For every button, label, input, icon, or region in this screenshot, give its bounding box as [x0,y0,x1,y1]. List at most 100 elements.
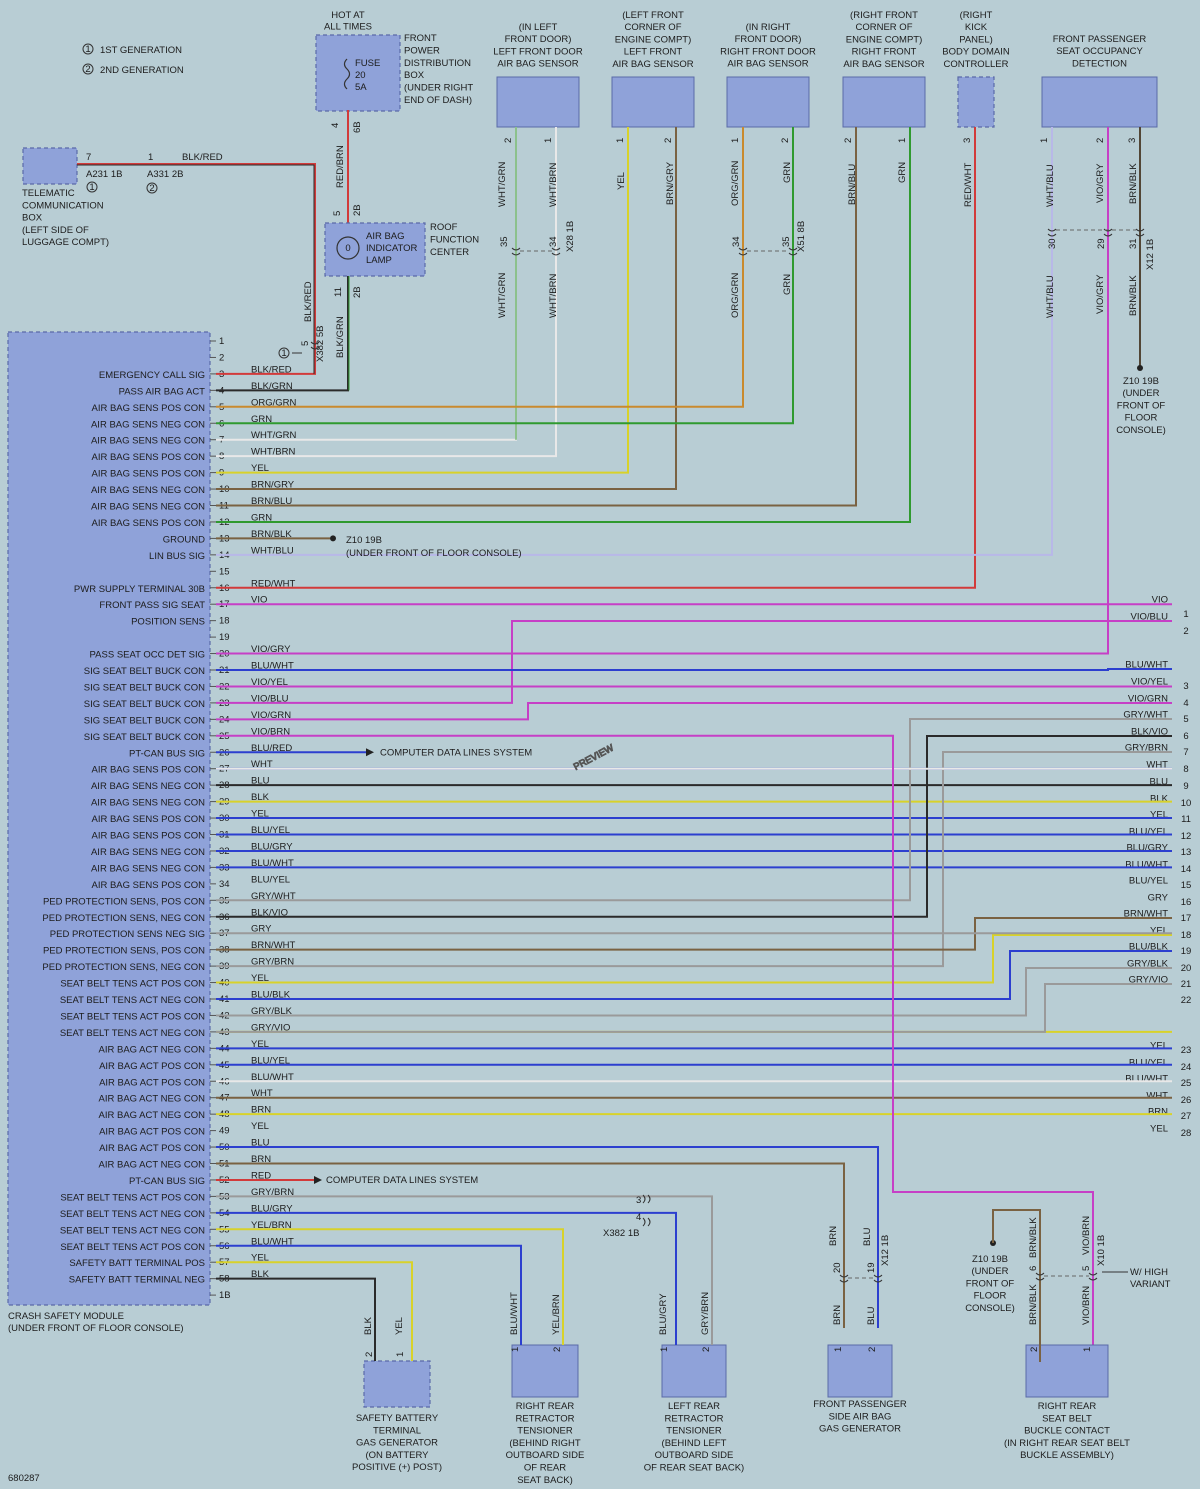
fuse-box-caption: POWER [404,45,440,56]
component-caption: SEAT OCCUPANCY [1056,46,1143,57]
ground-label: (UNDER [1123,388,1160,399]
bottom-pin: 1 [510,1347,521,1352]
module-pin-label: AIR BAG SENS NEG CON [91,502,205,513]
module-wire-code: BRN [251,1154,271,1165]
component-pin-number: 2 [780,138,791,143]
terminal-wire-code: BLK [1150,794,1169,805]
vertical-wire-code: BRN/BLU [847,164,858,205]
ground-icon [330,535,336,542]
terminal-wire-code: BLU [1150,777,1169,788]
vertical-wire-code: WHT/BRN [548,274,559,318]
module-pin-label: POSITION SENS [131,617,205,628]
component-caption: AIR BAG SENSOR [843,59,924,70]
module-pin-label: SIG SEAT BELT BUCK CON [84,666,205,677]
lamp-conn: 2B [352,204,363,216]
module-pin-label: PED PROTECTION SENS NEG SIG [50,929,205,940]
wire-rr-1 [216,1244,522,1345]
component-caption: PANEL) [959,34,993,45]
telematic-box [22,147,78,185]
bottom-wire-code: BLU/GRY [658,1293,669,1335]
bottom-wire-code: BRN/BLK [1028,1284,1039,1325]
right-terminal-number: 26 [1181,1095,1192,1106]
bottom-component-caption: GAS GENERATOR [819,1424,901,1435]
lamp-icon: 0 [345,243,350,254]
x12-bottom-pin: 19 [866,1262,877,1273]
telematic-caption: TELEMATIC [22,188,75,199]
telematic-caption: COMMUNICATION [22,200,104,211]
lamp-caption: ROOF [430,222,458,233]
lamp-label: INDICATOR [366,243,418,254]
telematic-caption: BOX [22,213,43,224]
telematic-pin: 7 [86,152,91,163]
module-location: (UNDER FRONT OF FLOOR CONSOLE) [8,1323,184,1334]
x10-pin: 5 [1081,1266,1092,1271]
module-pin-label: PWR SUPPLY TERMINAL 30B [74,584,205,595]
module-pin-number: 34 [219,879,230,890]
vertical-wire-code: BRN/BLK [1128,275,1139,316]
fuse-conn: 6B [352,121,363,133]
right-terminal-number: 9 [1183,781,1188,792]
module-wire-code: WHT [251,759,273,770]
data-line-label: COMPUTER DATA LINES SYSTEM [380,747,532,758]
ground-label: Z10 19B [346,535,382,546]
x10-wire: BRN/BLK [1028,1217,1039,1258]
connector-link [520,229,1136,252]
module-wire-code: YEL/BRN [251,1220,292,1231]
component-caption: LEFT FRONT DOOR [493,46,583,57]
module-wire-code: BLK [251,792,270,803]
bottom-component-caption: TERMINAL [373,1425,421,1436]
module-pin-label: PED PROTECTION SENS, NEG CON [42,913,205,924]
vertical-wire-code: WHT/BRN [548,163,559,207]
component-caption: FRONT PASSENGER [1053,34,1147,45]
module-pin-label: AIR BAG SENS POS CON [92,452,206,463]
wire-lf-door-2 [216,127,557,458]
module-wire-code: BLK [251,1269,270,1280]
bottom-wire-code: BLU/WHT [509,1292,520,1335]
ground-label: FLOOR [974,1291,1007,1302]
wire-routed [216,967,1172,1017]
right-terminal-number: 18 [1181,930,1192,941]
module-wire-code: RED/WHT [251,578,296,589]
figure-id: 680287 [8,1473,40,1484]
module-wire-code: BLU/GRY [251,841,293,852]
module-pin-label: SEAT BELT TENS ACT POS CON [60,1192,205,1203]
module-pin-label: SIG SEAT BELT BUCK CON [84,732,205,743]
terminal-wire-code: GRY/WHT [1123,710,1168,721]
module-pin-label: SIG SEAT BELT BUCK CON [84,682,205,693]
module-wire-code: BLK/VIO [251,907,288,918]
bottom-component-caption: (ON BATTERY [366,1450,430,1461]
right-terminal-number: 17 [1181,913,1192,924]
module-wire-code: VIO/BRN [251,726,290,737]
fuse-label: 5A [355,82,367,93]
bottom-pin: 2 [1029,1347,1040,1352]
module-pin-label: AIR BAG SENS NEG CON [91,798,205,809]
x382-1b-pin: 4 [636,1212,641,1223]
ground-label: Z10 19B [1123,376,1159,387]
bottom-wire-code: YEL/BRN [551,1294,562,1335]
module-pin-label: AIR BAG ACT POS CON [99,1127,205,1138]
telematic-pin: 1 [148,152,153,163]
ground-label: FLOOR [1125,413,1158,424]
x382-1b-label: X382 1B [603,1228,639,1239]
terminal-wire-code: GRY [1148,893,1169,904]
x10-connector [1088,1272,1098,1281]
terminal-wire-code: YEL [1150,1124,1168,1135]
right-terminal-number: 28 [1181,1128,1192,1139]
lamp-pin: 11 [333,287,344,297]
generation-label: 1ST GENERATION [100,45,182,56]
right-terminal-number: 14 [1181,864,1192,875]
right-terminal-number: 6 [1183,731,1188,742]
ground-label: Z10 19B [972,1254,1008,1265]
x12-bottom-wire: BLU [862,1227,873,1246]
telematic-caption: LUGGAGE COMPT) [22,237,109,248]
wire-routed [216,702,1172,721]
ground-label: FRONT OF [1117,400,1166,411]
wire-lf-corner-1 [216,127,629,474]
module-pin-label: AIR BAG ACT NEG CON [99,1110,206,1121]
module-pin-label: FRONT PASS SIG SEAT [99,600,205,611]
terminal-wire-code: YEL [1150,810,1168,821]
module-wire-code: BLK/RED [251,364,292,375]
module-pin-label: SAFETY BATT TERMINAL NEG [69,1275,205,1286]
bottom-component-caption: RETRACTOR [516,1413,575,1424]
module-pin-label: GROUND [163,534,205,545]
